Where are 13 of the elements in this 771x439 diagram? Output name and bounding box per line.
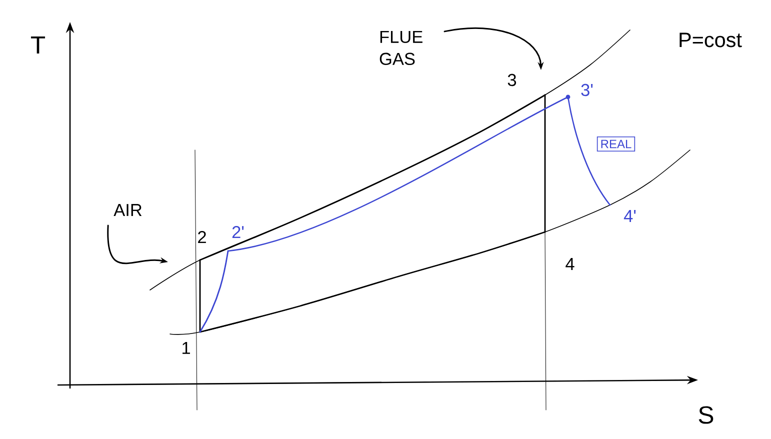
flow-label: FLUE GAS <box>380 30 422 66</box>
point-label: 3' <box>581 84 593 96</box>
point-label: 3 <box>508 74 516 86</box>
axis-label: T <box>30 36 46 54</box>
point-label: 4 <box>566 258 574 270</box>
flow-label: AIR <box>114 204 142 216</box>
label-box: REAL <box>596 136 636 152</box>
point-label: 4' <box>624 210 636 222</box>
point-label: 2' <box>232 226 244 238</box>
curve-label: P=cost <box>680 32 742 48</box>
axis-label: S <box>698 406 714 424</box>
point-label: 1 <box>182 342 190 354</box>
point-label: 2 <box>198 230 206 244</box>
